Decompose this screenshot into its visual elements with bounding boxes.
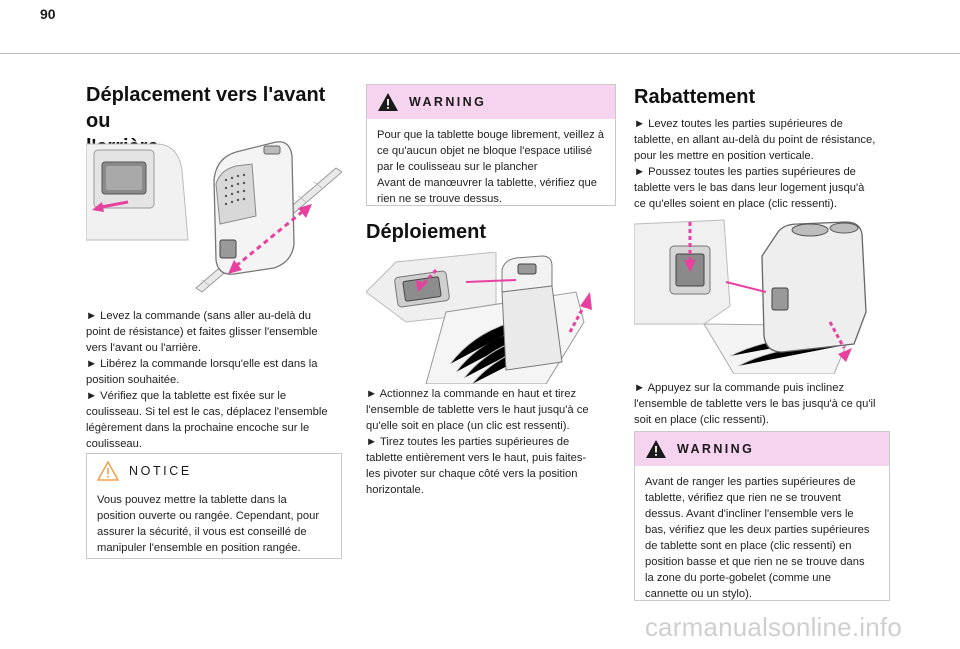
warning-title-1: WARNING — [409, 95, 487, 109]
illustration-slide — [86, 140, 342, 300]
warning-triangle-icon — [646, 440, 666, 458]
warning-box-2: WARNING Avant de ranger les parties supé… — [634, 431, 890, 601]
column-3: Rabattement ► Levez toutes les parties s… — [634, 84, 890, 212]
illustration-deploy — [366, 252, 616, 384]
fold-illustration-icon — [634, 219, 867, 374]
warning-box-1: WARNING Pour que la tablette bouge libre… — [366, 84, 616, 206]
column-1-body: ► Levez la commande (sans aller au-delà … — [86, 308, 342, 452]
deploy-instructions: ► Actionnez la commande en haut et tirez… — [366, 388, 589, 496]
section-title-rabattement: Rabattement — [634, 86, 756, 108]
header-rule — [0, 53, 960, 54]
notice-title: NOTICE — [129, 464, 192, 478]
warning-header-1: WARNING — [367, 85, 615, 119]
warning-header-2: WARNING — [635, 432, 889, 466]
fold-instructions-1: ► Levez toutes les parties supérieures d… — [634, 118, 876, 210]
notice-text: Vous pouvez mettre la tablette dans la p… — [97, 494, 320, 554]
warning-triangle-icon — [378, 93, 398, 111]
warning-text-2: Avant de ranger les parties supérieures … — [645, 476, 870, 600]
column-2-body: ► Actionnez la commande en haut et tirez… — [366, 386, 616, 498]
warning-text-1: Pour que la tablette bouge librement, ve… — [377, 129, 605, 205]
slide-instructions: ► Levez la commande (sans aller au-delà … — [86, 310, 328, 450]
watermark: carmanualsonline.info — [644, 612, 902, 642]
notice-box: NOTICE Vous pouvez mettre la tablette da… — [86, 453, 342, 559]
slide-illustration-icon — [86, 141, 342, 293]
illustration-fold — [634, 216, 890, 374]
section-title-deploiement: Déploiement — [366, 221, 487, 243]
column-3-body-2: ► Appuyez sur la commande puis inclinez … — [634, 380, 890, 428]
deploy-illustration-icon — [366, 252, 592, 384]
notice-header: NOTICE — [87, 454, 341, 488]
column-2-title: Déploiement — [366, 219, 616, 245]
warning-title-2: WARNING — [677, 442, 755, 456]
caution-triangle-icon — [97, 461, 119, 481]
fold-instructions-2: ► Appuyez sur la commande puis inclinez … — [634, 382, 876, 426]
page-number: 90 — [40, 6, 56, 22]
